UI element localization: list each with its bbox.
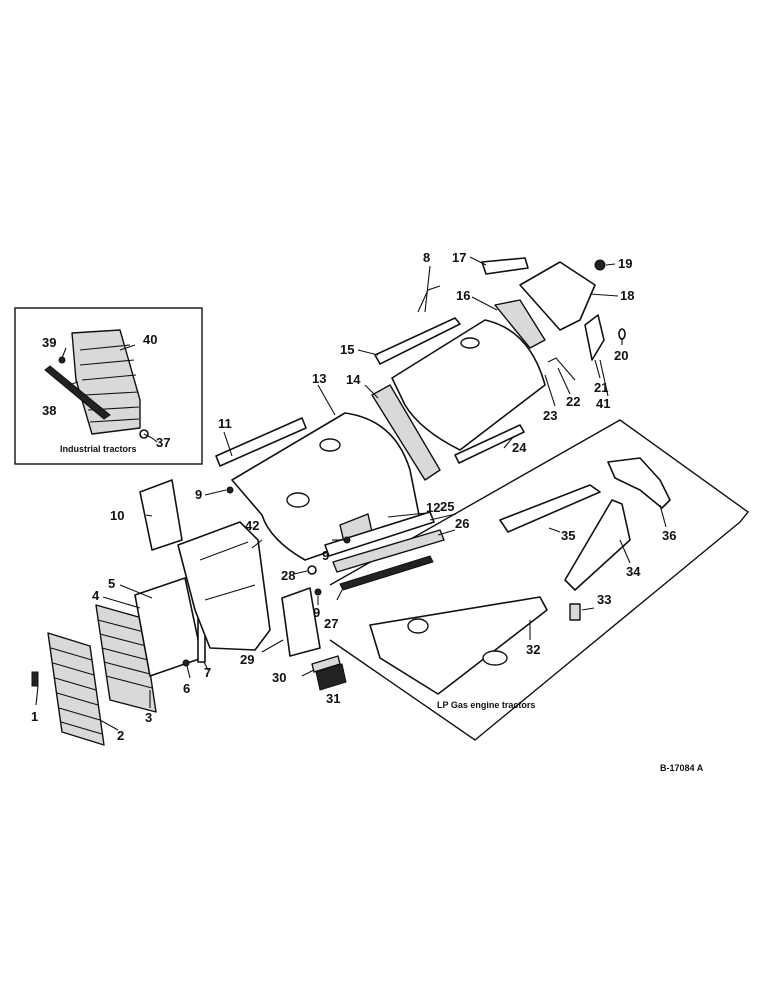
- callout-13: 13: [312, 371, 326, 386]
- part-38-strip: [44, 365, 111, 420]
- callout-15: 15: [340, 342, 354, 357]
- callout-36: 36: [662, 528, 676, 543]
- callout-29: 29: [240, 652, 254, 667]
- part-9-fastener-c: [314, 588, 322, 596]
- part-21-bracket: [584, 314, 605, 361]
- part-2-grille: [47, 632, 105, 746]
- part-29-panel: [281, 587, 321, 657]
- callout-25: 25: [440, 499, 454, 514]
- callout-9c: 9: [313, 605, 320, 620]
- part-42-radiator-housing: [177, 521, 271, 651]
- part-14-bracket: [371, 384, 441, 481]
- caption-lp-gas-engine-tractors: LP Gas engine tractors: [437, 700, 535, 710]
- callout-8: 8: [423, 250, 430, 265]
- callout-22: 22: [566, 394, 580, 409]
- callout-11: 11: [218, 416, 232, 431]
- part-25-strip: [324, 511, 435, 557]
- callout-16: 16: [456, 288, 470, 303]
- callout-30: 30: [272, 670, 286, 685]
- part-33-plate: [569, 603, 581, 621]
- callout-41: 41: [596, 396, 610, 411]
- part-17-bracket: [481, 257, 529, 275]
- part-10-panel: [139, 479, 183, 551]
- callout-34: 34: [626, 564, 641, 579]
- part-8-rod: [417, 285, 441, 313]
- industrial-inset: 39 40 38 37 Industrial tractors: [14, 307, 203, 465]
- part-11-strip: [215, 417, 307, 467]
- callout-7: 7: [204, 665, 211, 680]
- part-32-hood: [369, 596, 548, 695]
- part-18-cowl: [519, 261, 596, 331]
- callout-37: 37: [156, 435, 170, 450]
- callout-21: 21: [594, 380, 608, 395]
- part-36-bracket: [607, 457, 671, 509]
- callout-20: 20: [614, 348, 628, 363]
- callout-9a: 9: [195, 487, 202, 502]
- part-13-hood: [231, 412, 421, 561]
- callout-35: 35: [561, 528, 575, 543]
- lp-gas-inset: 35 34 36 33 32 LP Gas engine tractors: [329, 419, 750, 741]
- part-31-bracket: [315, 663, 347, 691]
- caption-industrial-tractors: Industrial tractors: [60, 444, 137, 454]
- callout-42: 42: [245, 518, 259, 533]
- part-26-strip: [332, 529, 445, 573]
- callout-14: 14: [346, 372, 361, 387]
- rear-hood: [391, 319, 546, 451]
- callout-23: 23: [543, 408, 557, 423]
- part-30-bracket: [311, 655, 341, 673]
- callout-1: 1: [31, 709, 38, 724]
- callout-40: 40: [143, 332, 157, 347]
- callout-12: 12: [426, 500, 440, 515]
- part-35-strip: [499, 484, 601, 533]
- part-20-clip: [618, 328, 626, 340]
- part-19-cap: [594, 259, 606, 271]
- callout-26: 26: [455, 516, 469, 531]
- callout-17: 17: [452, 250, 466, 265]
- callout-labels: 1 2 3 4 5 6 7 8 9 9 9 10 11 12 13 14 15 …: [31, 250, 634, 743]
- callout-24: 24: [512, 440, 527, 455]
- callout-10: 10: [110, 508, 124, 523]
- callout-33: 33: [597, 592, 611, 607]
- callout-6: 6: [183, 681, 190, 696]
- callout-3: 3: [145, 710, 152, 725]
- part-22-rod: [547, 357, 576, 381]
- leader-lines: [35, 256, 623, 731]
- part-27-strip: [339, 555, 434, 591]
- part-1-latch: [31, 671, 39, 687]
- callout-19: 19: [618, 256, 632, 271]
- callout-2: 2: [117, 728, 124, 743]
- callout-38: 38: [42, 403, 56, 418]
- callout-27: 27: [324, 616, 338, 631]
- callout-9b: 9: [322, 548, 329, 563]
- callout-39: 39: [42, 335, 56, 350]
- callout-18: 18: [620, 288, 634, 303]
- callout-31: 31: [326, 691, 340, 706]
- part-6-bolt: [182, 659, 190, 667]
- part-28-fastener: [307, 565, 317, 575]
- part-9-fastener-a: [226, 486, 234, 494]
- part-34-strip: [564, 499, 631, 591]
- callout-28: 28: [281, 568, 295, 583]
- part-24-strip: [454, 424, 525, 464]
- part-15-strip: [374, 317, 461, 365]
- callout-5: 5: [108, 576, 115, 591]
- drawing-number: B-17084 A: [660, 763, 704, 773]
- callout-4: 4: [92, 588, 100, 603]
- part-37-bolt: [139, 429, 153, 439]
- part-16-bracket: [494, 299, 546, 349]
- part-40-screen: [71, 329, 141, 435]
- callout-32: 32: [526, 642, 540, 657]
